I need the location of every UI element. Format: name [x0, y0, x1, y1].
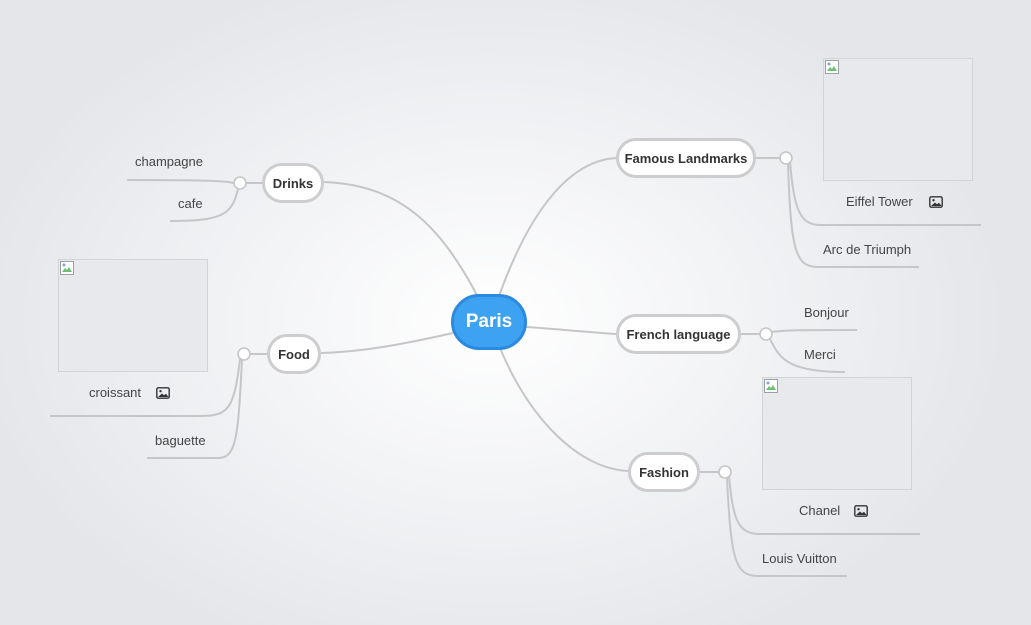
topic-drinks[interactable]: Drinks: [262, 163, 324, 203]
subtopic-louis-vuitton[interactable]: Louis Vuitton: [762, 551, 837, 566]
subtopic-chanel[interactable]: Chanel: [799, 503, 841, 518]
subtopic-champagne[interactable]: champagne: [135, 154, 203, 169]
collapse-dot-food[interactable]: [237, 347, 251, 361]
connector-merci: [769, 338, 846, 373]
connector-chanel: [728, 475, 920, 535]
subtopic-bonjour[interactable]: Bonjour: [804, 305, 849, 320]
image-icon[interactable]: [929, 196, 943, 208]
topic-fashion[interactable]: Fashion: [628, 452, 700, 492]
connector-baguette: [147, 359, 243, 459]
connector-root-landmarks: [498, 157, 618, 297]
subtopic-eiffel-tower[interactable]: Eiffel Tower: [846, 194, 913, 209]
eiffel-tower-image[interactable]: [823, 58, 973, 181]
connector-champagne: [126, 179, 235, 184]
subtopic-merci[interactable]: Merci: [804, 347, 836, 362]
connector-croissant: [50, 358, 241, 417]
root-topic-paris[interactable]: Paris: [451, 294, 527, 350]
topic-famous-landmarks[interactable]: Famous Landmarks: [616, 138, 756, 178]
image-icon[interactable]: [156, 387, 170, 399]
collapse-dot-fashion[interactable]: [718, 465, 732, 479]
subtopic-baguette[interactable]: baguette: [155, 433, 206, 448]
collapse-dot-french[interactable]: [759, 327, 773, 341]
connector-bonjour: [771, 329, 858, 333]
broken-image-icon: [825, 60, 839, 74]
connector-cafe: [169, 188, 239, 222]
subtopic-croissant[interactable]: croissant: [89, 385, 142, 400]
subtopic-cafe[interactable]: cafe: [178, 196, 203, 211]
topic-french-language[interactable]: French language: [616, 314, 741, 354]
broken-image-icon: [60, 261, 74, 275]
connector-root-french: [525, 326, 618, 335]
topic-food[interactable]: Food: [267, 334, 321, 374]
croissant-image[interactable]: [58, 259, 208, 372]
connector-arc: [787, 163, 919, 268]
subtopic-arc-de-triumph[interactable]: Arc de Triumph: [823, 242, 912, 257]
chanel-image[interactable]: [762, 377, 912, 490]
connector-root-fashion: [499, 347, 631, 472]
collapse-dot-landmarks[interactable]: [779, 151, 793, 165]
connector-eiffel: [789, 161, 981, 226]
connector-root-drinks: [323, 181, 479, 298]
collapse-dot-drinks[interactable]: [233, 176, 247, 190]
connector-root-food: [320, 332, 454, 354]
connector-vuitton: [726, 477, 847, 577]
broken-image-icon: [764, 379, 778, 393]
image-icon[interactable]: [854, 505, 868, 517]
